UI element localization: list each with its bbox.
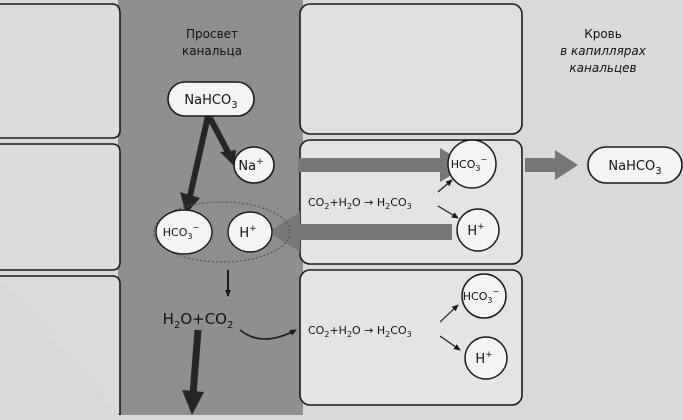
eq2-to-hco3-arrow xyxy=(439,304,459,323)
h-cell-bottom-bubble xyxy=(464,336,508,380)
equation-middle: CO2+H2O → H2CO3 xyxy=(308,196,412,211)
h2o-co2-text: H2O+CO2 xyxy=(163,310,234,331)
hco3-lumen-text: HCO3− xyxy=(163,223,199,241)
blood-label-line2: в капиллярах xyxy=(560,44,647,58)
hco3-to-blood-arrow xyxy=(525,150,578,180)
na-transport-arrow xyxy=(298,148,468,182)
nahco3-blood-bubble xyxy=(587,146,683,184)
nahco3-blood-text: NaHCO3 xyxy=(608,159,661,177)
lumen-label-line2: канальца xyxy=(182,44,242,58)
hco3-lumen-bubble xyxy=(155,209,213,255)
hco3-cell-middle-bubble xyxy=(447,139,497,189)
hco3-cell-bottom-text: HCO3− xyxy=(463,287,499,305)
h-lumen-text: H+ xyxy=(239,224,256,241)
left-cell-middle xyxy=(0,143,121,271)
lumen-down-arrow-head xyxy=(180,192,200,214)
carbonic-group-outline xyxy=(153,201,291,263)
blood-label-line1: Кровь xyxy=(584,27,622,41)
hco3-cell-middle-text: HCO3− xyxy=(451,155,487,173)
eq2-to-h-arrow xyxy=(439,335,461,351)
eq1-to-h-arrow xyxy=(437,205,459,219)
na-ion-text: Na+ xyxy=(238,157,263,174)
lumen-na-arrow-shaft xyxy=(207,116,231,154)
left-cell-top xyxy=(0,3,121,139)
hco3-cell-bottom-bubble xyxy=(461,273,507,319)
lumen-na-arrow-head xyxy=(220,150,236,166)
h-secretion-arrow xyxy=(268,212,452,252)
equation-bottom: CO2+H2O → H2CO3 xyxy=(308,324,412,339)
h-lumen-bubble xyxy=(227,211,273,253)
eq1-to-hco3-arrow xyxy=(437,179,453,193)
nahco3-lumen-text: NaHCO3 xyxy=(184,93,237,111)
co2-entry-arrow xyxy=(239,329,297,340)
h-cell-middle-bubble xyxy=(456,208,500,252)
tubule-lumen xyxy=(118,0,303,415)
h-cell-bottom-text: H+ xyxy=(475,350,492,367)
right-cell-top xyxy=(299,3,523,135)
lumen-label-line1: Просвет xyxy=(186,27,238,41)
left-cell-bottom xyxy=(0,275,121,415)
nahco3-lumen-bubble xyxy=(167,81,255,117)
na-ion-bubble xyxy=(233,146,275,184)
blood-label-line3: канальцев xyxy=(569,61,636,75)
lumen-down-arrow-shaft xyxy=(187,115,211,197)
lumen-exit-arrow-shaft xyxy=(189,329,202,396)
lumen-exit-arrow-head xyxy=(182,390,204,415)
h-cell-middle-text: H+ xyxy=(467,222,484,239)
